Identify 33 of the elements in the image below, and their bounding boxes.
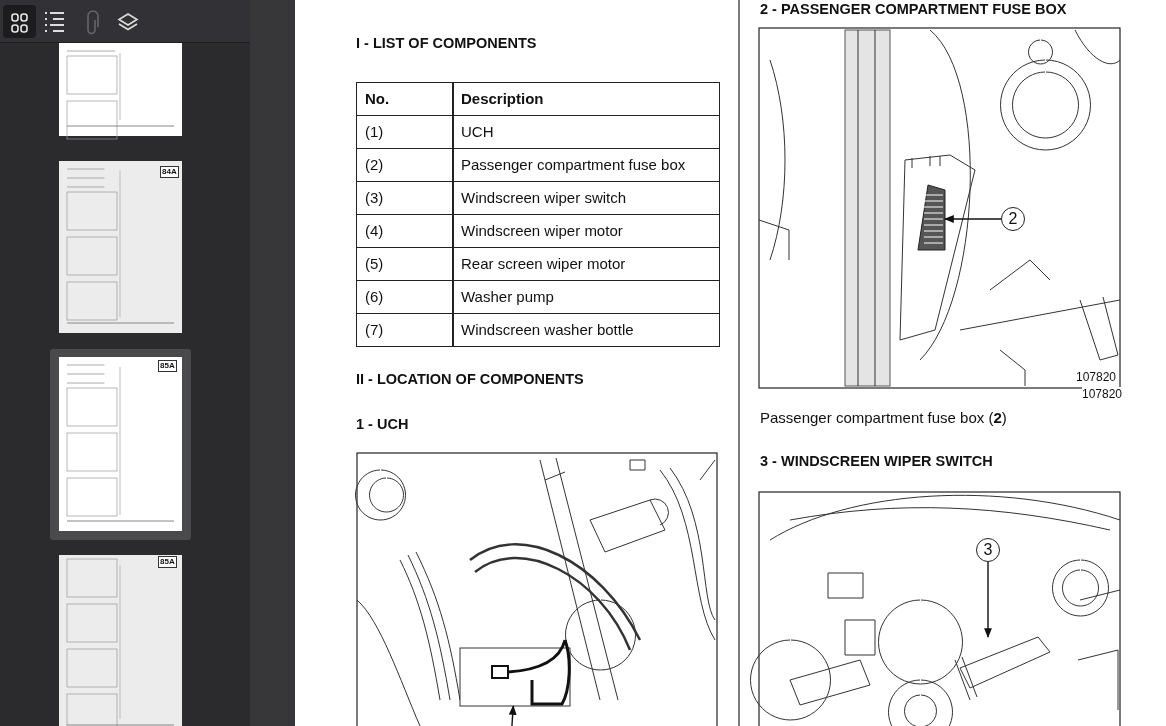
control-unit-drawing — [459, 638, 571, 707]
wiper-switch-stalk-drawing — [954, 636, 1051, 701]
section-heading: 3 - WINDSCREEN WIPER SWITCH — [760, 453, 993, 469]
figure-caption: Passenger compartment fuse box (2) — [760, 409, 1007, 426]
table-cell: Windscreen washer bottle — [452, 313, 720, 347]
leader-arrow — [944, 215, 1002, 223]
table-cell: Washer pump — [452, 280, 720, 314]
table-cell: (7) — [356, 313, 454, 347]
table-cell: (5) — [356, 247, 454, 281]
section-heading: II - LOCATION OF COMPONENTS — [356, 371, 584, 387]
table-cell: (1) — [356, 115, 454, 149]
table-cell: (6) — [356, 280, 454, 314]
page-number-badge: 85A — [158, 556, 177, 568]
section-heading: 2 - PASSENGER COMPARTMENT FUSE BOX — [760, 1, 1067, 17]
table-cell: (2) — [356, 148, 454, 182]
leader-arrow — [508, 705, 517, 726]
table-cell: Windscreen wiper switch — [452, 181, 720, 215]
figure-number: 107820 — [1082, 387, 1123, 401]
fuse-box-drawing — [917, 184, 946, 251]
table-cell: Passenger compartment fuse box — [452, 148, 720, 182]
figure-number: 107820 — [1076, 370, 1117, 384]
page-number-badge: 85A — [158, 360, 177, 372]
section-heading: 1 - UCH — [356, 416, 409, 432]
table-cell: (3) — [356, 181, 454, 215]
leader-arrow — [984, 561, 992, 638]
table-header-cell: No. — [356, 82, 454, 116]
table-cell: UCH — [452, 115, 720, 149]
table-cell: (4) — [356, 214, 454, 248]
page-number-badge: 84A — [160, 166, 179, 178]
table-cell: Rear screen wiper motor — [452, 247, 720, 281]
section-heading: I - LIST OF COMPONENTS — [356, 35, 537, 51]
table-header-cell: Description — [452, 82, 720, 116]
table-cell: Windscreen wiper motor — [452, 214, 720, 248]
